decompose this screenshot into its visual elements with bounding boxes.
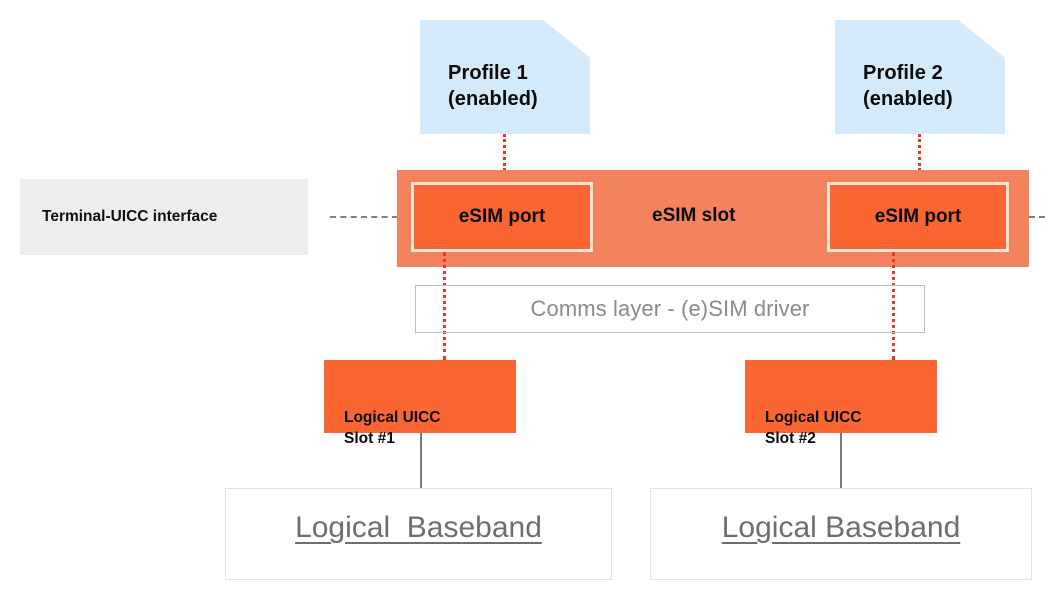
esim-port-1-label: eSIM port: [458, 206, 546, 227]
logical-uicc-slot-1: Logical UICC Slot #1: [324, 360, 516, 447]
connector-terminal-to-slot: [330, 216, 398, 218]
comms-layer-label: Comms layer - (e)SIM driver: [530, 296, 810, 321]
logical-uicc-slot-2-label: Logical UICC Slot #2: [765, 409, 862, 447]
connector-uicc1-to-baseband1: [420, 433, 422, 488]
connector-profile2-to-port2: [918, 134, 921, 171]
logical-uicc-slot-2: Logical UICC Slot #2: [745, 360, 937, 447]
terminal-uicc-interface-box: Terminal-UICC interface: [20, 179, 308, 255]
logical-baseband-2-label: Logical Baseband: [721, 511, 961, 544]
logical-baseband-1-label: Logical Baseband: [295, 511, 542, 544]
profile-2-title: Profile 2: [863, 62, 943, 84]
logical-baseband-2: Logical Baseband: [650, 488, 1032, 580]
connector-uicc2-to-baseband2: [840, 433, 842, 488]
profile-card-1: Profile 1 (enabled): [420, 20, 590, 134]
comms-layer-box: Comms layer - (e)SIM driver: [415, 285, 925, 333]
connector-port2-to-uicc2: [892, 252, 895, 360]
connector-port1-to-uicc1: [443, 252, 446, 360]
esim-port-2-label: eSIM port: [874, 206, 962, 227]
esim-slot-label: eSIM slot: [652, 205, 736, 226]
logical-uicc-slot-1-label: Logical UICC Slot #1: [344, 409, 441, 447]
terminal-uicc-interface-label: Terminal-UICC interface: [42, 208, 218, 225]
esim-port-2: eSIM port: [827, 182, 1009, 252]
profile-1-title: Profile 1: [448, 62, 528, 84]
logical-baseband-1: Logical Baseband: [225, 488, 612, 580]
profile-2-state: (enabled): [863, 88, 953, 110]
connector-profile1-to-port1: [503, 134, 506, 171]
connector-slot-right-stub: [1029, 216, 1045, 218]
profile-card-2: Profile 2 (enabled): [835, 20, 1005, 134]
profile-1-state: (enabled): [448, 88, 538, 110]
esim-port-1: eSIM port: [411, 182, 593, 252]
